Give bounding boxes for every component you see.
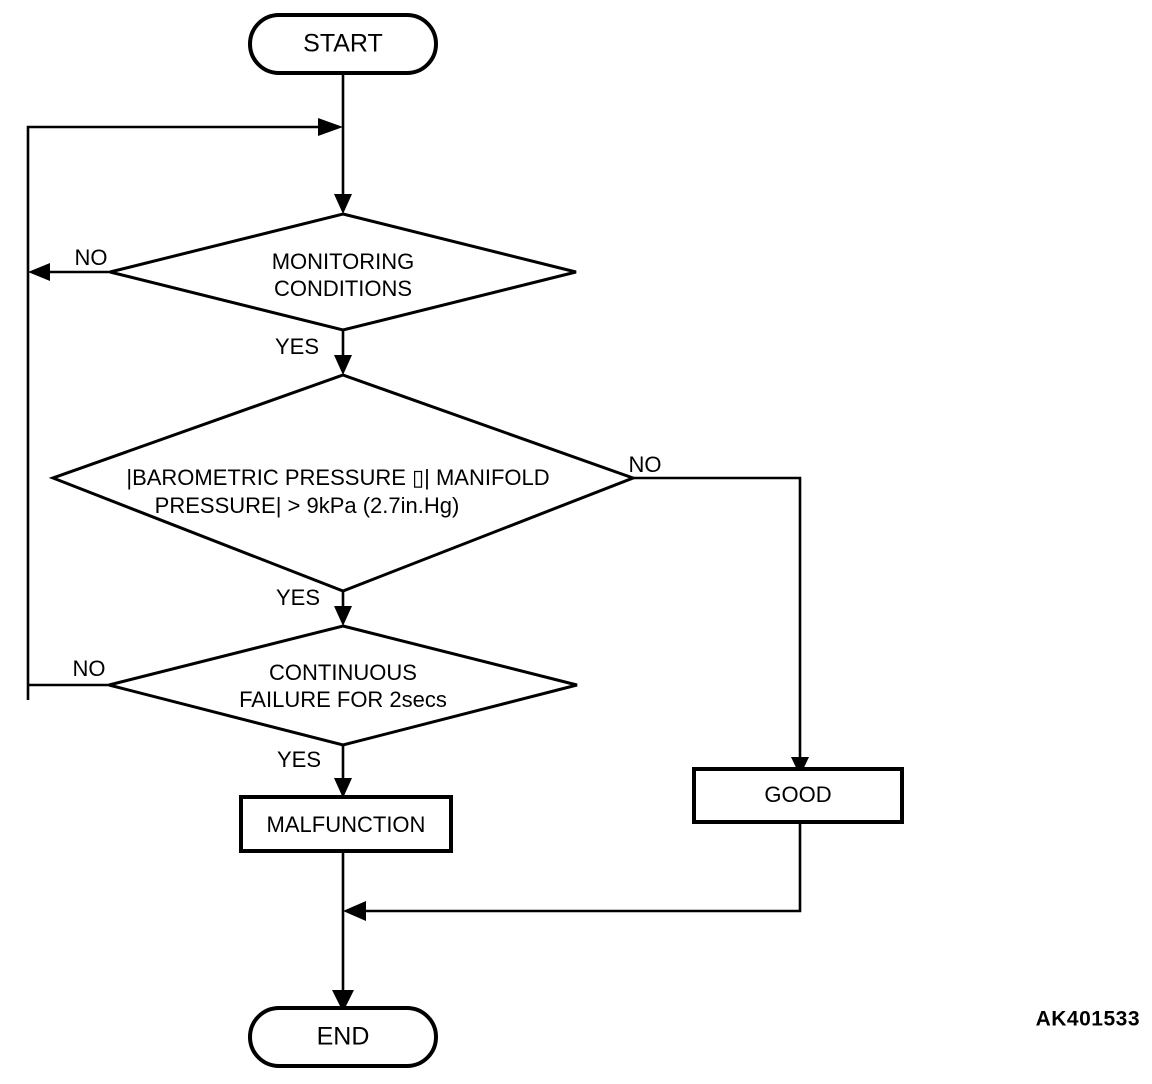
arrowhead-into-good [791,757,809,776]
arrowhead-into-continuous [334,606,352,626]
arrowhead-into-end [332,990,354,1012]
arrowhead-feedback-join [318,118,343,136]
start-shape [248,13,438,75]
edge-label-monitoring-yes: YES [275,334,319,359]
edge-good-to-end-merge [360,822,802,913]
node-decision-monitoring[interactable]: MONITORING CONDITIONS [109,212,577,332]
edge-pressure-no [633,476,802,757]
continuous-diamond-shape [108,624,578,747]
good-label: GOOD [764,782,831,807]
continuous-label-line1: CONTINUOUS [269,660,417,685]
arrowhead-into-malfunction [334,778,352,798]
malfunction-shape [239,795,453,853]
malfunction-label: MALFUNCTION [267,812,426,837]
edge-label-continuous-no: NO [73,656,106,681]
arrowhead-monitoring-no [28,263,50,281]
edge-label-continuous-yes: YES [277,747,321,772]
monitoring-diamond-shape [109,212,577,332]
arrowhead-good-merge [343,901,366,921]
node-decision-pressure[interactable]: |BAROMETRIC PRESSURE ▯| MANIFOLD PRESSUR… [48,373,638,593]
end-label: END [317,1023,370,1051]
continuous-label-line2: FAILURE FOR 2secs [239,687,447,712]
node-decision-continuous[interactable]: CONTINUOUS FAILURE FOR 2secs [108,624,578,747]
arrowhead-into-pressure [334,355,352,375]
pressure-label-line2: PRESSURE| > 9kPa (2.7in.Hg) [155,493,460,518]
arrowhead-into-monitoring [334,194,352,214]
node-start[interactable]: START [248,13,438,75]
node-malfunction[interactable]: MALFUNCTION [239,795,453,853]
reference-code: AK401533 [1036,1008,1140,1031]
start-label: START [303,30,383,58]
edge-label-pressure-no: NO [629,452,662,477]
monitoring-label-line2: CONDITIONS [274,276,412,301]
node-end[interactable]: END [248,1006,438,1068]
end-shape [248,1006,438,1068]
pressure-label-line1: |BAROMETRIC PRESSURE ▯| MANIFOLD [126,465,549,490]
edge-label-monitoring-no: NO [75,245,108,270]
edge-label-pressure-yes: YES [276,585,320,610]
good-shape [692,767,904,824]
pressure-diamond-shape [48,373,638,593]
edge-feedback-rail [26,125,322,700]
node-good[interactable]: GOOD [692,767,904,824]
monitoring-label-line1: MONITORING [272,249,415,274]
